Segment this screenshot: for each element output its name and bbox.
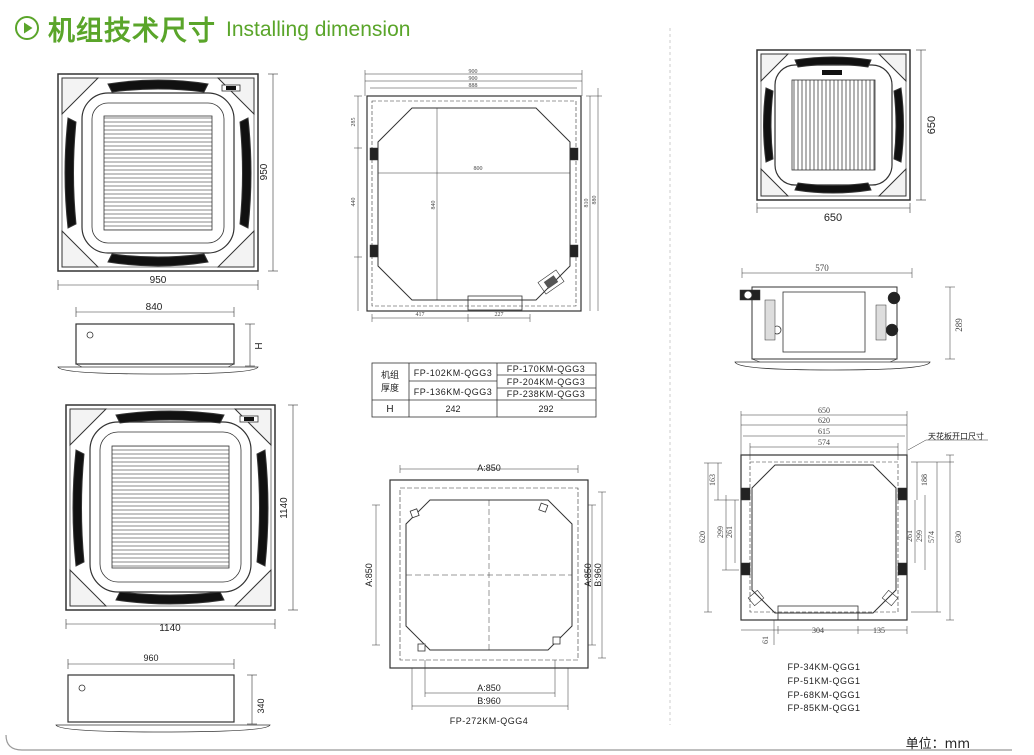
plan-dim-650: 650: [818, 406, 830, 415]
dim-right-880: 880: [592, 196, 598, 205]
plan-right-574: 574: [927, 531, 936, 543]
plan-bottom-304: 304: [812, 626, 824, 635]
page-title-en: Installing dimension: [226, 18, 411, 41]
dim-top-888: 888: [469, 83, 478, 89]
dim-a850-right: A:850: [583, 563, 593, 587]
dim-vert-840: 840: [431, 201, 437, 210]
model-fp-34: FP-34KM-QGG1: [787, 662, 860, 672]
dim-right-810: 810: [584, 199, 590, 208]
dim-960-height: 340: [256, 698, 266, 713]
cassette-1140-top-view: [65, 404, 298, 629]
model-fp-51: FP-51KM-QGG1: [787, 676, 860, 686]
dim-650-height: 650: [926, 116, 938, 134]
dim-a850-top: A:850: [477, 463, 501, 473]
dim-840-height: H: [254, 342, 265, 349]
table-h-col2: 292: [538, 404, 553, 414]
dim-top-900-a: 900: [469, 69, 478, 75]
plan-left-163: 163: [708, 474, 717, 486]
cassette-570-side-view: [734, 268, 955, 371]
cassette-950-top-view: [57, 73, 278, 290]
plan-900-view: [354, 70, 602, 322]
dim-840-width: 840: [146, 302, 163, 313]
table-h-label: H: [386, 404, 393, 415]
dim-650-width: 650: [824, 212, 842, 224]
plan-right-299: 299: [915, 530, 924, 542]
plan-bottom-135: 135: [873, 626, 885, 635]
dim-inner-800: 800: [474, 166, 483, 172]
model-fp-68: FP-68KM-QGG1: [787, 690, 860, 700]
plan-right-630: 630: [954, 531, 963, 543]
table-model-102: FP-102KM-QGG3: [414, 368, 493, 378]
dim-a850-bottom: A:850: [477, 683, 501, 693]
model-fp-272: FP-272KM-QGG4: [450, 716, 529, 726]
dim-left-440: 440: [351, 198, 357, 207]
plan-left-299: 299: [716, 526, 725, 538]
plan-left-620: 620: [698, 531, 707, 543]
cassette-840-side-view: [57, 307, 259, 375]
plan-dim-574: 574: [818, 438, 830, 447]
dim-950-width: 950: [150, 275, 167, 286]
plan-left-261: 261: [725, 526, 734, 538]
dim-950-height: 950: [259, 163, 270, 180]
plan-850-view: [372, 465, 606, 710]
ceiling-opening-label: 天花板开口尺寸: [928, 431, 984, 441]
cassette-650-top-view: [756, 49, 926, 213]
table-h-col1: 242: [445, 404, 460, 414]
thickness-table: [371, 362, 597, 418]
model-fp-85: FP-85KM-QGG1: [787, 703, 860, 713]
dim-top-900-b: 900: [469, 76, 478, 82]
dim-a850-left: A:850: [364, 563, 374, 587]
plan-dim-620: 620: [818, 416, 830, 425]
dim-570-width: 570: [815, 263, 829, 273]
dim-1140-height: 1140: [279, 497, 290, 519]
plan-right-261: 261: [905, 530, 914, 542]
plan-right-188: 188: [920, 474, 929, 486]
dim-bottom-227: 227: [495, 312, 504, 318]
dim-289-height: 289: [954, 318, 964, 332]
plan-620-view: [704, 411, 988, 645]
section-header: 机组技术尺寸 Installing dimension: [14, 8, 410, 48]
table-row-header-line2: 厚度: [381, 382, 399, 393]
dim-b960-bottom: B:960: [477, 696, 501, 706]
page-title-cn: 机组技术尺寸: [48, 15, 216, 47]
page-border: [5, 734, 1012, 751]
cassette-960-side-view: [55, 659, 271, 733]
table-row-header-line1: 机组: [381, 369, 399, 380]
dim-b960-right: B:960: [593, 563, 603, 587]
dim-1140-width: 1140: [159, 623, 181, 634]
table-model-136: FP-136KM-QGG3: [414, 387, 493, 397]
unit-label: 单位：mm: [905, 737, 970, 752]
plan-dim-615: 615: [818, 427, 830, 436]
dim-960-width: 960: [143, 653, 158, 663]
dim-bottom-417: 417: [416, 312, 425, 318]
table-model-170: FP-170KM-QGG3: [507, 364, 586, 374]
play-circle-icon: [15, 16, 39, 40]
plan-bottom-61: 61: [761, 636, 770, 644]
dim-left-285: 285: [351, 118, 357, 127]
table-model-238: FP-238KM-QGG3: [507, 389, 586, 399]
table-model-204: FP-204KM-QGG3: [507, 377, 586, 387]
